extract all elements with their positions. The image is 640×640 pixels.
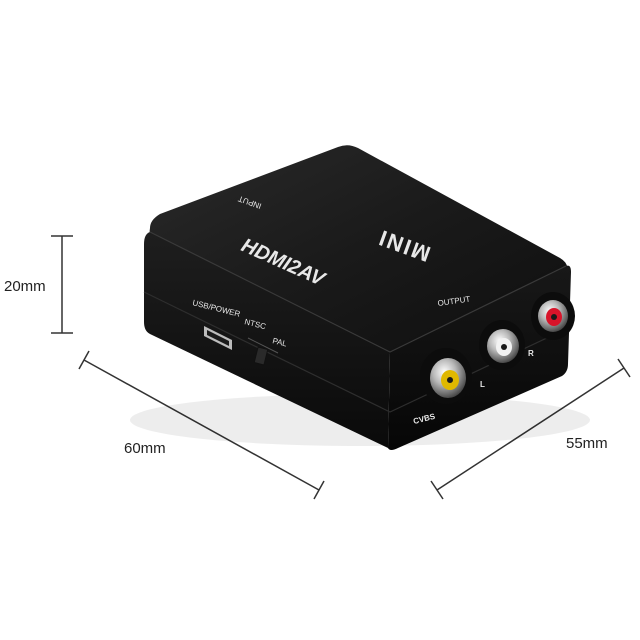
switch-guide — [247, 337, 279, 354]
width-dimension-cap-start — [430, 480, 444, 500]
jack-l-pin — [501, 344, 507, 350]
length-dimension-cap-start — [78, 350, 90, 370]
ntsc-pal-switch — [247, 337, 279, 366]
pal-label: PAL — [272, 336, 289, 348]
length-dimension-cap-end — [313, 480, 325, 500]
length-dimension-line — [83, 359, 320, 491]
rca-jack-left — [479, 320, 525, 370]
rca-jack-video — [420, 348, 472, 404]
switch-slider — [253, 346, 269, 366]
width-dimension-line — [436, 367, 625, 491]
device-edge — [149, 231, 567, 353]
jack-r-pin — [551, 314, 557, 320]
r-label: R — [528, 349, 534, 358]
device-side-face — [388, 265, 571, 450]
width-dimension: 55mm — [430, 358, 631, 500]
height-label: 20mm — [4, 278, 46, 295]
height-dimension: 20mm — [4, 235, 73, 334]
length-dimension: 60mm — [78, 350, 325, 500]
usb-port-opening — [207, 330, 229, 346]
converter-device: MINI HDMI2AV INPUT OUTPUT USB/POWER NTSC… — [130, 145, 590, 450]
jack-video-pin — [447, 377, 453, 383]
device-top-face — [149, 145, 568, 354]
l-label: L — [480, 380, 485, 389]
rca-jack-right — [531, 292, 575, 340]
width-dimension-cap-end — [617, 358, 631, 378]
usb-port — [204, 326, 232, 350]
width-label: 55mm — [566, 435, 608, 452]
device-front-face — [144, 232, 390, 448]
length-label: 60mm — [124, 440, 166, 457]
